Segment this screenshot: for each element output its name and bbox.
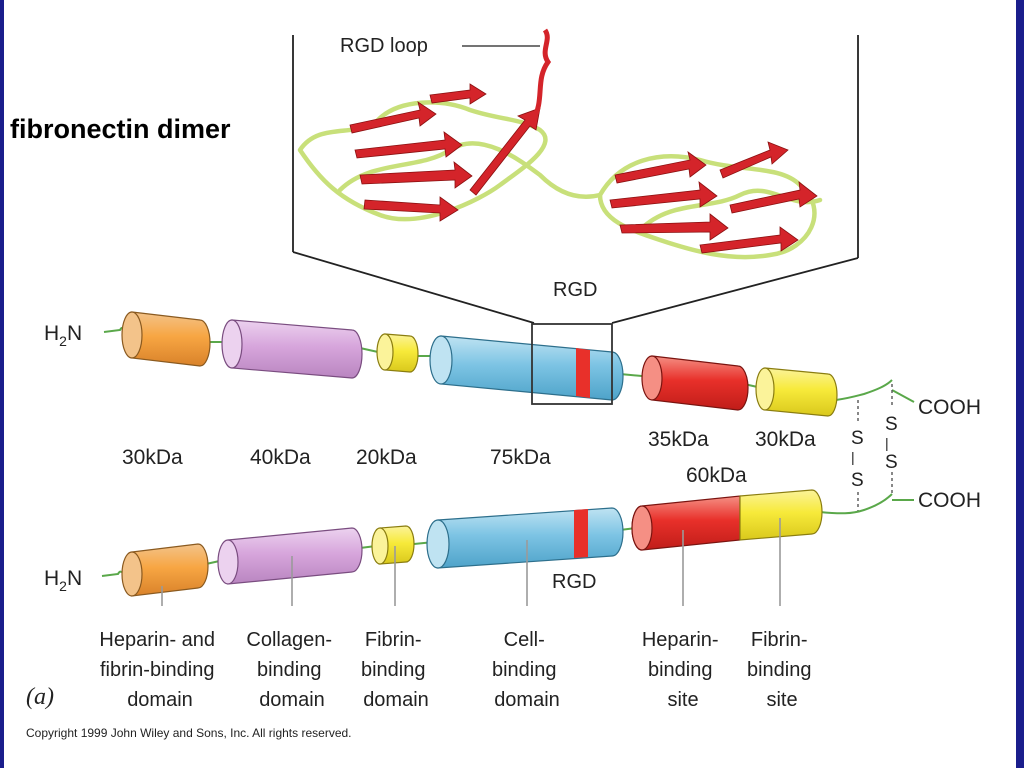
disulfide-dash-1: |	[851, 449, 855, 465]
mass-20kda: 20kDa	[356, 446, 417, 469]
domain-callout-lines	[161, 518, 781, 606]
domain-label-collagen: Collagen- binding domain	[246, 629, 337, 711]
mass-60kda: 60kDa	[686, 464, 747, 487]
bottom-domain-cell	[426, 507, 624, 569]
top-domain-collagen	[221, 319, 363, 379]
disulfide-dash-2: |	[885, 435, 889, 451]
top-domain-heparin-site	[641, 355, 749, 411]
rgd-loop	[530, 28, 552, 122]
mass-75kda: 75kDa	[490, 446, 551, 469]
top-rgd-label: RGD	[553, 279, 597, 301]
mass-35kda: 35kDa	[648, 428, 709, 451]
mass-30kda-right: 30kDa	[755, 428, 816, 451]
top-cooh-label: COOH	[918, 396, 981, 419]
bottom-n-terminus: H2N	[44, 567, 82, 594]
panel-label: (a)	[26, 684, 54, 710]
bottom-rgd-label: RGD	[552, 571, 596, 593]
disulfide-bridges: S | S S | S	[851, 384, 898, 512]
zoom-box	[531, 323, 613, 405]
top-domain-fibrin	[376, 333, 419, 373]
domain-descriptions: Heparin- and fibrin-binding domain Colla…	[99, 629, 817, 711]
bottom-rgd-band	[574, 509, 588, 558]
bottom-domain-collagen	[217, 527, 363, 585]
domain-label-cell: Cell- binding domain	[492, 629, 562, 711]
mass-labels: 30kDa 40kDa 20kDa 75kDa 35kDa 30kDa 60kD…	[122, 428, 816, 487]
beta-strands	[349, 83, 818, 254]
disulfide-s-4: S	[885, 452, 898, 473]
domain-label-fibrin-site: Fibrin- binding site	[747, 629, 817, 711]
fibronectin-ribbon-structure: RGD loop	[297, 28, 823, 260]
top-rgd-band	[576, 348, 590, 398]
domain-label-heparin-site: Heparin- binding site	[642, 629, 724, 711]
disulfide-s-1: S	[851, 428, 864, 449]
zoom-projection-lines	[292, 35, 859, 324]
rgd-loop-label: RGD loop	[340, 35, 428, 57]
domain-label-fibrin: Fibrin- binding domain	[361, 629, 431, 711]
mass-40kda: 40kDa	[250, 446, 311, 469]
bottom-domain-fibrin	[371, 525, 415, 565]
frame-right	[1016, 0, 1024, 768]
bottom-domain-heparin-fibrin	[121, 543, 209, 597]
bottom-domain-heparin-site	[631, 495, 741, 551]
bottom-cooh-label: COOH	[918, 489, 981, 512]
bottom-domain-fibrin-site	[739, 489, 823, 541]
top-domain-fibrin-site	[755, 367, 838, 417]
mass-30kda-left: 30kDa	[122, 446, 183, 469]
disulfide-s-3: S	[885, 414, 898, 435]
slide-title: fibronectin dimer	[10, 114, 231, 144]
coil-backbone	[297, 100, 823, 260]
top-chain: RGD	[103, 279, 915, 417]
bottom-chain: RGD	[101, 489, 914, 597]
copyright-notice: Copyright 1999 John Wiley and Sons, Inc.…	[26, 726, 352, 740]
disulfide-s-2: S	[851, 470, 864, 491]
domain-label-heparin-fibrin: Heparin- and fibrin-binding domain	[99, 629, 220, 711]
top-domain-heparin-fibrin	[121, 311, 211, 367]
frame-left	[0, 0, 4, 768]
